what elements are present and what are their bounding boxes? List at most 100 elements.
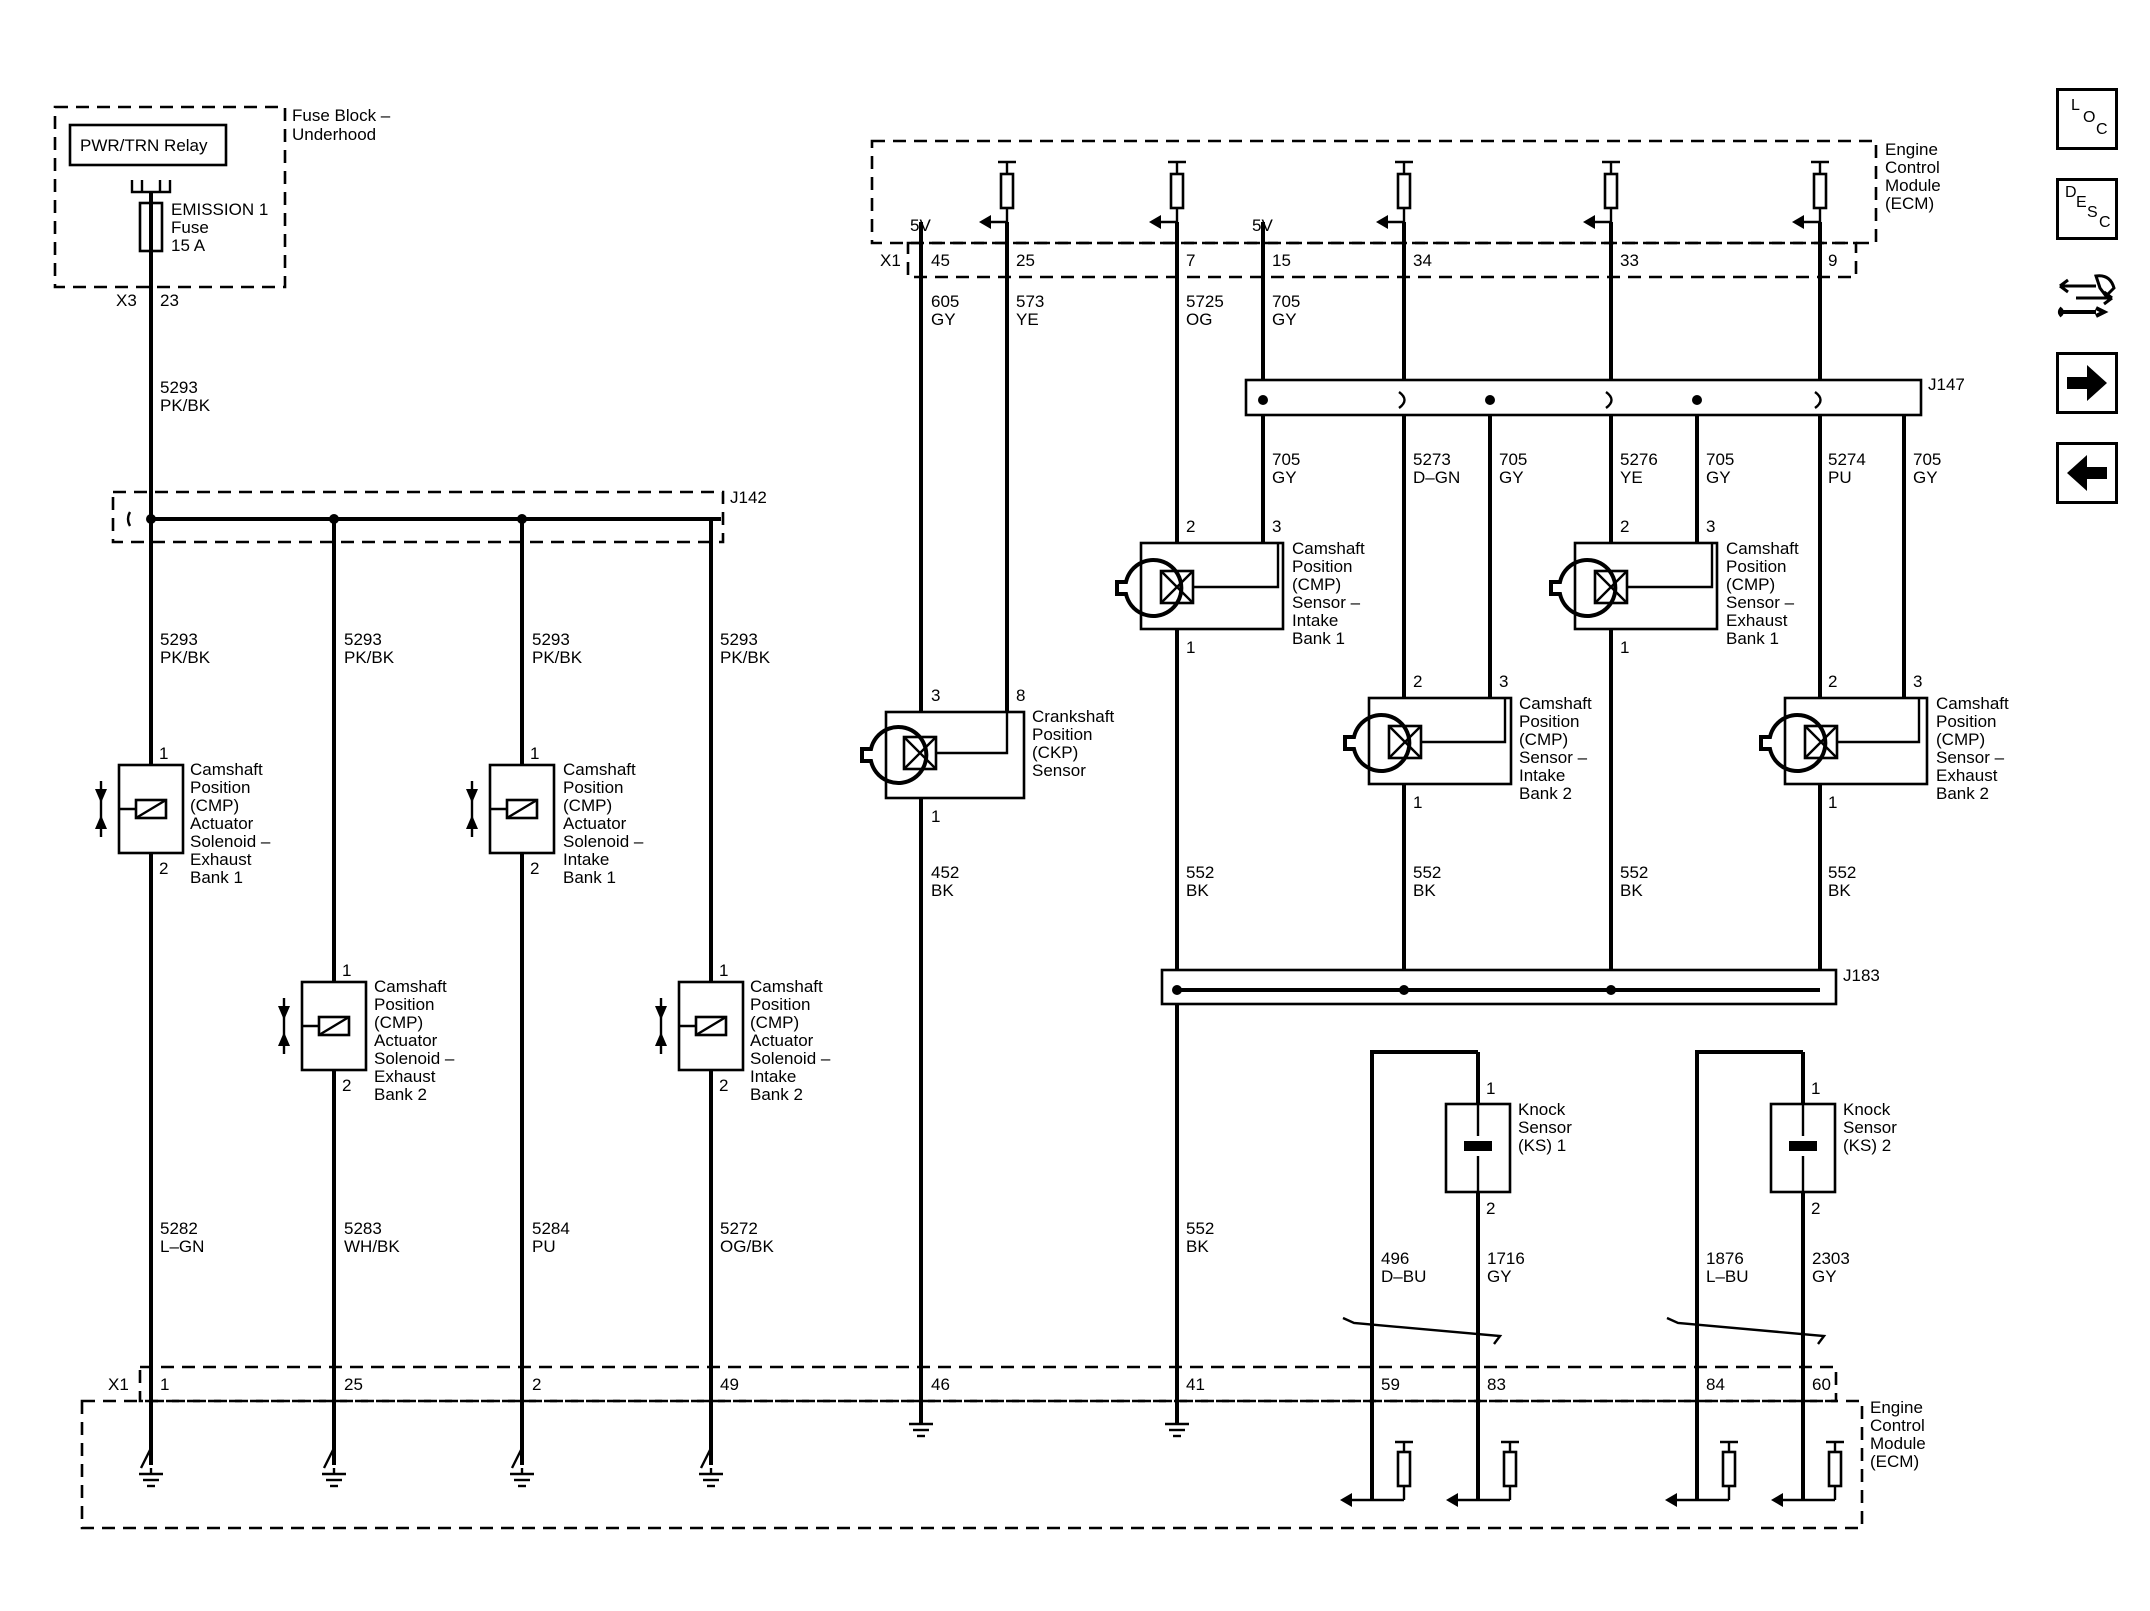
ecm-top-pins: 45 25 7 15 34 33 9 (931, 251, 1837, 270)
cmp-ib1-pin-b: 3 (1272, 517, 1281, 536)
label-line: Camshaft (1726, 539, 1799, 558)
gnd-wire-5-color: BK (1828, 881, 1851, 900)
j147-wire-4-num: 5276 (1620, 450, 1658, 469)
label-line: (CMP) (750, 1013, 799, 1032)
fuse-block: Fuse Block –Underhood PWR/TRN Relay EMIS… (53, 105, 391, 1465)
arrow-right-icon[interactable] (2056, 352, 2118, 414)
bottom-pin-46: 46 (931, 1375, 950, 1394)
j147-wire-3-num: 705 (1499, 450, 1527, 469)
solenoid-exhaust-bank-2: 1 2 (278, 961, 368, 1095)
branch-1-num: 5293 (160, 630, 198, 649)
label-line: Solenoid – (374, 1049, 455, 1068)
return-1-color: L–GN (160, 1237, 204, 1256)
label-line: Camshaft (374, 977, 447, 996)
j147-label: J147 (1928, 375, 1965, 394)
solenoid-intake-bank-1: 1 2 (466, 744, 556, 878)
label-line: (ECM) (1870, 1452, 1919, 1471)
label-line: Camshaft (1519, 694, 1592, 713)
cmp-ib2-pin-a: 2 (1413, 672, 1422, 691)
label-line: Sensor – (1519, 748, 1588, 767)
label-line: (KS) 1 (1518, 1136, 1566, 1155)
gnd-wire-5-num: 552 (1828, 863, 1856, 882)
cmp-ib2-pin-c: 1 (1413, 793, 1422, 812)
label-line: (CKP) (1032, 743, 1078, 762)
splice-j147: J147 705 GY 5273 D–GN 705 GY 5276 YE 705… (1244, 375, 1965, 487)
label-line: Exhaust (374, 1067, 436, 1086)
ecm-driver-switches (139, 1440, 723, 1488)
branch-4-num: 5293 (720, 630, 758, 649)
top-pin-15: 15 (1272, 251, 1291, 270)
j147-wire-5-color: GY (1706, 468, 1731, 487)
ecm-knock-inputs (1340, 1440, 1844, 1507)
top-pin-34: 34 (1413, 251, 1432, 270)
solenoid-1-p2: 2 (159, 859, 168, 878)
solenoid-2-p2: 2 (342, 1076, 351, 1095)
cmp-sensor-intake-bank-1: 2 3 1 (1115, 517, 1285, 657)
label-line: Bank 2 (750, 1085, 803, 1104)
ecm-top-resistors (979, 160, 1829, 229)
gnd-wire-6-color: BK (1186, 1237, 1209, 1256)
label-line: Knock (1843, 1100, 1891, 1119)
loc-button[interactable]: L O C (2056, 88, 2118, 150)
label-line: Intake (750, 1067, 796, 1086)
return-3-num: 5284 (532, 1219, 570, 1238)
solenoid-3-p2: 2 (530, 859, 539, 878)
arrow-left-icon[interactable] (2056, 442, 2118, 504)
top-wire-labels: 605 GY 573 YE 5725 OG 705 GY (931, 292, 1300, 329)
cmp-sensor-exhaust-bank-2: 2 3 1 (1759, 672, 1929, 812)
fuse-pin-label: 23 (160, 291, 179, 310)
bottom-pin-59: 59 (1381, 1375, 1400, 1394)
gnd-wire-4-num: 552 (1620, 863, 1648, 882)
label-line: Intake (1292, 611, 1338, 630)
label-line: Bank 2 (1519, 784, 1572, 803)
bottom-pin-84: 84 (1706, 1375, 1725, 1394)
branch-2-num: 5293 (344, 630, 382, 649)
ks1-p1: 1 (1486, 1079, 1495, 1098)
ckp-sensor: 3 8 1 (860, 686, 1025, 826)
j147-wire-5-num: 705 (1706, 450, 1734, 469)
label-line: (CMP) (1726, 575, 1775, 594)
label-line: (CMP) (374, 1013, 423, 1032)
top-wire-4-color: GY (1272, 310, 1297, 329)
bottom-pin-41: 41 (1186, 1375, 1205, 1394)
label-line: Camshaft (1936, 694, 2009, 713)
ks2-w2-color: GY (1812, 1267, 1837, 1286)
feed-wire-num: 5293 (160, 378, 198, 397)
top-pin-25: 25 (1016, 251, 1035, 270)
label-line: Position (374, 995, 434, 1014)
gnd-wire-3-color: BK (1413, 881, 1436, 900)
top-wire-4-num: 705 (1272, 292, 1300, 311)
cmp-sensor-intake-bank-2: 2 3 1 (1343, 672, 1513, 812)
label-line: Exhaust (1936, 766, 1998, 785)
label-line: Module (1885, 176, 1941, 195)
solenoid-2-p1: 1 (342, 961, 351, 980)
branch-wire-labels: 5293 PK/BK 5293 PK/BK 5293 PK/BK 5293 PK… (160, 630, 771, 667)
label-line: Position (1726, 557, 1786, 576)
connector-wrench-icon[interactable] (2056, 268, 2118, 330)
branch-2-color: PK/BK (344, 648, 395, 667)
label-line: (CMP) (1519, 730, 1568, 749)
fuse-block-label: Fuse Block –Underhood (292, 106, 391, 144)
j147-wire-6-num: 5274 (1828, 450, 1866, 469)
bottom-pin-49: 49 (720, 1375, 739, 1394)
branch-4-color: PK/BK (720, 648, 771, 667)
label-line: Actuator (750, 1031, 814, 1050)
ground-wire-labels: 452 BK 552 BK 552 BK 552 BK 552 BK 552 B… (931, 863, 1856, 1256)
return-3-color: PU (532, 1237, 556, 1256)
bottom-pin-60: 60 (1812, 1375, 1831, 1394)
gnd-wire-1-num: 452 (931, 863, 959, 882)
label-line: (CMP) (190, 796, 239, 815)
top-wire-1-num: 605 (931, 292, 959, 311)
desc-button[interactable]: D E S C (2056, 178, 2118, 240)
return-1-num: 5282 (160, 1219, 198, 1238)
gnd-wire-4-color: BK (1620, 881, 1643, 900)
solenoid-intake-bank-2: 1 2 (655, 961, 745, 1095)
ks2-p2: 2 (1811, 1199, 1820, 1218)
